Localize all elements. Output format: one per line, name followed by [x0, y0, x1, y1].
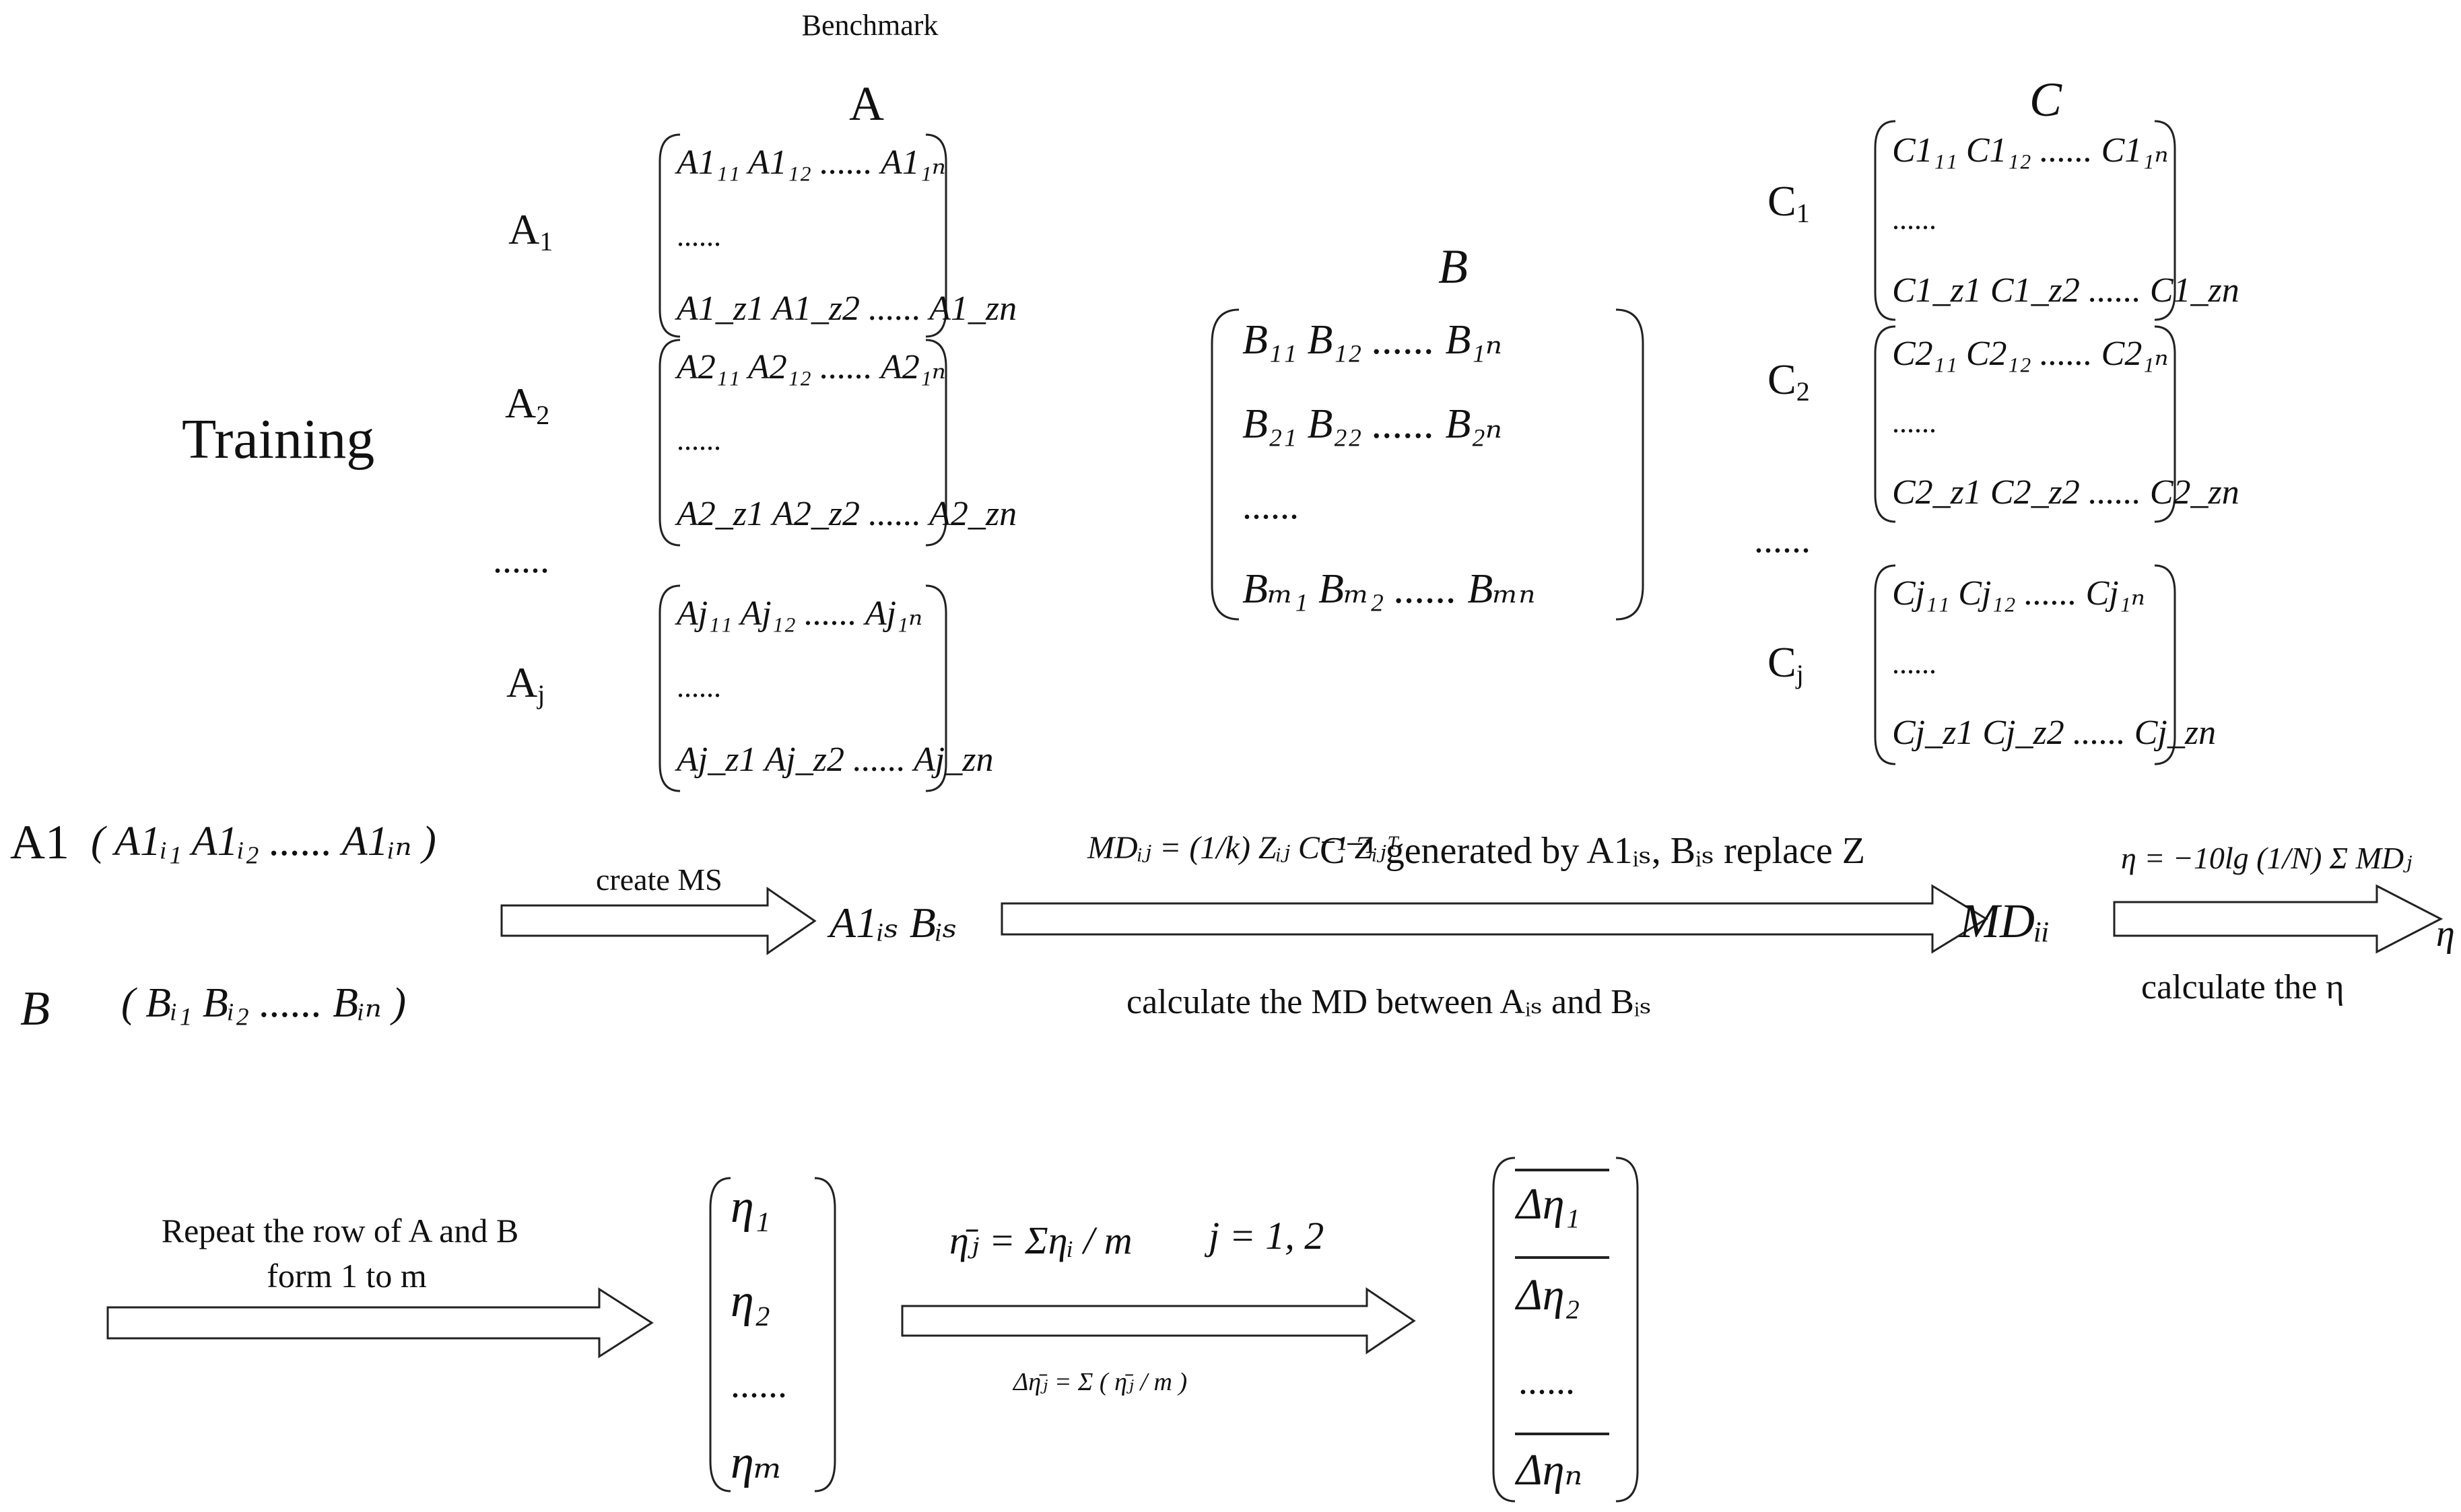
- a-group-j-row2: ......: [677, 671, 721, 703]
- eta-vector-right-bracket: [814, 1177, 836, 1492]
- eta-vector-left-bracket: [709, 1177, 731, 1492]
- ms-result: A1ᵢₛ Bᵢₛ: [827, 899, 957, 947]
- c-group-1-left-bracket: [1874, 120, 1896, 321]
- c-group-2-right-bracket: [2154, 325, 2176, 523]
- flow-b-vector: ( Bᵢ₁ Bᵢ₂ ...... Bᵢₙ ): [121, 980, 406, 1026]
- a-group-j-row3: Aj_z1 Aj_z2 ...... Aj_zn: [675, 741, 993, 779]
- md-formula: MDᵢⱼ = (1/k) Zᵢⱼ C⁻¹ Zᵢⱼᵀ: [1087, 830, 1400, 866]
- a-group-1-row3: A1_z1 A1_z2 ...... A1_zn: [675, 289, 1017, 328]
- b-matrix-row4: Bₘ₁ Bₘ₂ ...... Bₘₙ: [1242, 566, 1535, 612]
- a-group-1-left-bracket: [659, 133, 681, 338]
- eta-vector-row4: ηₘ: [731, 1437, 783, 1488]
- c-group-2: C2 C2₁₁ C2₁₂ ...... C2₁ₙ ...... C2_z1 C2…: [1767, 325, 2239, 523]
- a-group-2-label: A2: [505, 379, 549, 430]
- flow-b-label: B: [20, 982, 50, 1035]
- flow-a1-vector: ( A1ᵢ₁ A1ᵢ₂ ...... A1ᵢₙ ): [91, 819, 436, 864]
- matrix-c-title: C: [2029, 73, 2062, 127]
- c-group-j-label: Cj: [1767, 638, 1804, 689]
- b-matrix-row3: ......: [1242, 485, 1299, 527]
- j-range: j = 1, 2: [1204, 1214, 1324, 1258]
- a-group-1-row2: ......: [677, 219, 721, 252]
- training-label: Training: [182, 408, 374, 471]
- delta-vector-row2: Δη₂: [1514, 1270, 1580, 1319]
- delta-vector-row1: Δη₁: [1514, 1179, 1580, 1229]
- c-group-j-right-bracket: [2154, 564, 2176, 765]
- c-group-1-row2: ......: [1892, 203, 1936, 236]
- c-group-j-row2: ......: [1892, 647, 1936, 680]
- a-group-j-left-bracket: [659, 584, 681, 792]
- delta-formula: Δη̄ⱼ = Σ ( η̄ⱼ / m ): [1012, 1368, 1187, 1396]
- a-group-2-row3: A2_z1 A2_z2 ...... A2_zn: [675, 495, 1017, 533]
- eta-arrow: [2113, 884, 2443, 954]
- a-group-1-right-bracket: [925, 133, 947, 338]
- a-group-2-right-bracket: [925, 339, 947, 547]
- a-group-j-label: Aj: [506, 658, 545, 710]
- a-group-j-row1: Aj₁₁ Aj₁₂ ...... Aj₁ₙ: [675, 594, 922, 633]
- create-ms-caption: create MS: [596, 862, 722, 897]
- a-group-2: A2 A2₁₁ A2₁₂ ...... A2₁ₙ ...... A2_z1 A2…: [505, 339, 1017, 547]
- a-group-j-right-bracket: [925, 584, 947, 792]
- md-result: MDᵢᵢ: [1959, 894, 2050, 948]
- mean-formula: η̄ⱼ = Σηᵢ / m: [949, 1218, 1133, 1262]
- eta-caption: calculate the η: [2141, 968, 2344, 1006]
- c-group-1-right-bracket: [2154, 120, 2176, 321]
- c-group-2-label: C2: [1767, 355, 1810, 407]
- b-matrix-left-bracket: [1211, 308, 1240, 621]
- repeat-arrow: [106, 1287, 654, 1359]
- matrix-b-title: B: [1438, 240, 1468, 294]
- a-group-1: A1 A1₁₁ A1₁₂ ...... A1₁ₙ ...... A1_z1 A1…: [508, 133, 1017, 338]
- repeat-caption-line1: Repeat the row of A and B: [162, 1212, 518, 1249]
- c-group-j-row3: Cj_z1 Cj_z2 ...... Cj_zn: [1892, 714, 2216, 752]
- delta-vector-right-bracket: [1615, 1157, 1639, 1503]
- md-note: C⁻¹ generated by A1ᵢₛ, Bᵢₛ replace Z: [1320, 830, 1865, 872]
- delta-eta-vector: Δη₁ Δη₂ ...... Δηₙ: [1492, 1157, 1639, 1503]
- b-matrix-right-bracket: [1615, 308, 1644, 621]
- delta-vector-row3: ......: [1518, 1361, 1575, 1402]
- c-group-2-row1: C2₁₁ C2₁₂ ...... C2₁ₙ: [1892, 335, 2169, 373]
- eta-vector-row2: η₂: [731, 1275, 770, 1327]
- c-group-1-row1: C1₁₁ C1₁₂ ...... C1₁ₙ: [1892, 131, 2169, 170]
- eta-vector-row1: η₁: [731, 1181, 770, 1233]
- c-group-j: Cj Cj₁₁ Cj₁₂ ...... Cj₁ₙ ...... Cj_z1 Cj…: [1767, 564, 2216, 765]
- matrix-a-title: A: [849, 77, 884, 131]
- c-group-2-row3: C2_z1 C2_z2 ...... C2_zn: [1892, 473, 2239, 512]
- c-group-2-left-bracket: [1874, 325, 1896, 523]
- a-group-1-label: A1: [508, 205, 553, 256]
- c-group-1-row3: C1_z1 C1_z2 ...... C1_zn: [1892, 271, 2239, 310]
- a-groups-ellipsis: ......: [493, 539, 549, 581]
- delta-vector-left-bracket: [1492, 1157, 1516, 1503]
- c-groups-ellipsis: ......: [1754, 519, 1811, 561]
- repeat-caption-line2: form 1 to m: [267, 1257, 427, 1295]
- mean-arrow: [901, 1287, 1416, 1354]
- create-ms-arrow: [500, 887, 817, 955]
- c-group-j-left-bracket: [1874, 564, 1896, 765]
- b-matrix: B₁₁ B₁₂ ...... B₁ₙ B₂₁ B₂₂ ...... B₂ₙ ..…: [1211, 308, 1644, 621]
- c-group-1: C1 C1₁₁ C1₁₂ ...... C1₁ₙ ...... C1_z1 C1…: [1767, 120, 2239, 321]
- b-matrix-row2: B₂₁ B₂₂ ...... B₂ₙ: [1242, 401, 1502, 447]
- a-group-2-left-bracket: [659, 339, 681, 547]
- flow-a1-label: A1: [10, 815, 69, 869]
- c-group-1-label: C1: [1767, 177, 1810, 228]
- a-group-j: Aj Aj₁₁ Aj₁₂ ...... Aj₁ₙ ...... Aj_z1 Aj…: [506, 584, 993, 792]
- a-group-2-row2: ......: [677, 423, 721, 456]
- b-matrix-row1: B₁₁ B₁₂ ...... B₁ₙ: [1242, 317, 1502, 363]
- a-group-1-row1: A1₁₁ A1₁₂ ...... A1₁ₙ: [675, 143, 946, 182]
- benchmark-label: Benchmark: [802, 9, 939, 42]
- delta-vector-row4: Δηₙ: [1514, 1445, 1582, 1494]
- eta-result-symbol: η: [2436, 913, 2455, 955]
- a-group-2-row1: A2₁₁ A2₁₂ ...... A2₁ₙ: [675, 348, 946, 386]
- eta-vector: η₁ η₂ ...... ηₘ: [709, 1177, 836, 1492]
- md-arrow: [1001, 884, 1988, 954]
- c-group-2-row2: ......: [1892, 406, 1936, 439]
- c-group-j-row1: Cj₁₁ Cj₁₂ ...... Cj₁ₙ: [1892, 574, 2145, 613]
- eta-vector-row3: ......: [731, 1364, 787, 1406]
- md-caption: calculate the MD between Aᵢₛ and Bᵢₛ: [1126, 983, 1652, 1021]
- eta-formula: η = −10lg (1/N) Σ MDⱼ: [2121, 841, 2413, 875]
